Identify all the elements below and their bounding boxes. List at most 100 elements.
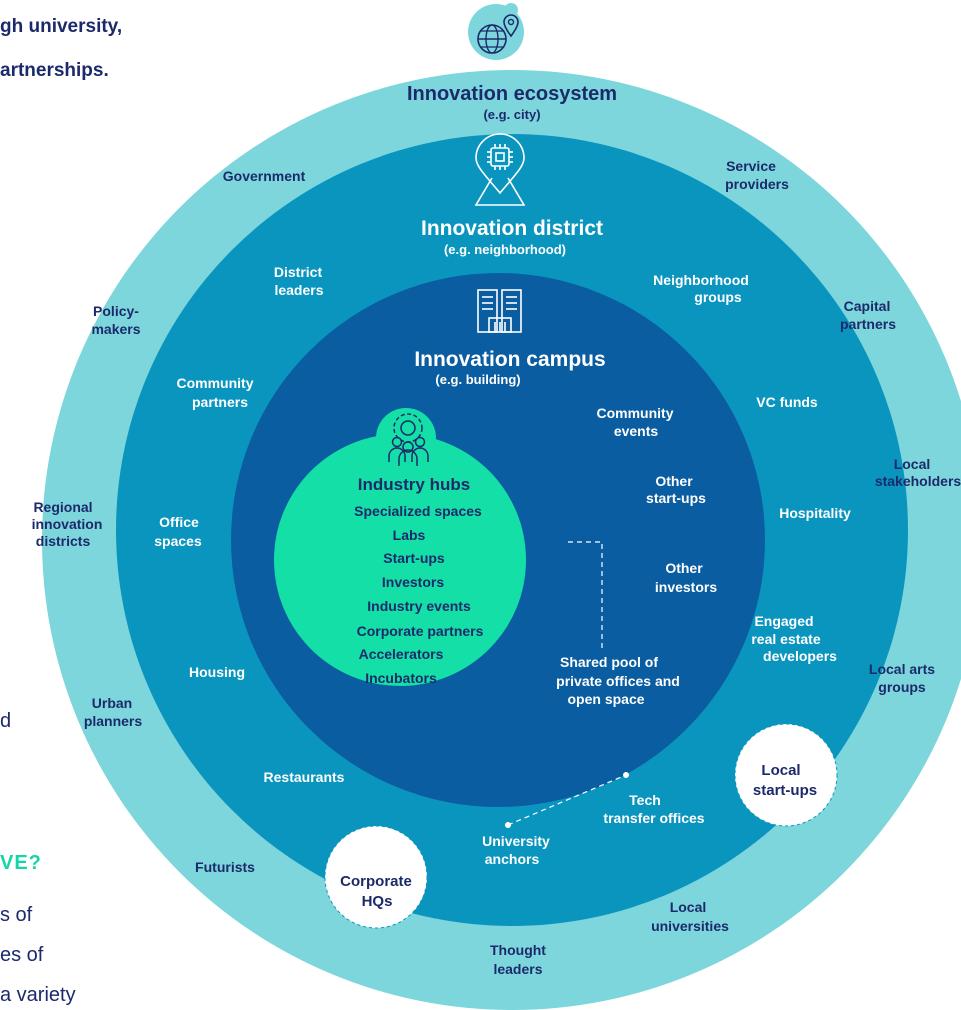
campus-title: Innovation campus [414,348,605,371]
label-line: Local [670,899,707,915]
label-line: HQs [362,893,393,910]
side-heading-fragment: VE? [0,852,42,874]
campus-subtitle: (e.g. building) [435,372,520,387]
label-line: Futurists [195,859,255,875]
side-fragment-line2: es of [0,944,44,966]
label-line: districts [36,533,91,549]
district-label-district-leaders: District leaders [274,264,324,298]
label-line: VC funds [756,394,818,410]
badge-local-startups [734,723,838,827]
side-fragment-line3: a variety [0,984,76,1006]
hub-item: Start-ups [383,550,445,566]
campus-label-shared-pool: Shared pool of private offices and open … [556,654,680,707]
label-line: transfer offices [603,810,704,826]
label-line: Community [597,405,674,421]
globe-pin-icon [468,3,524,60]
connector-dot-start [505,822,511,828]
label-line: leaders [274,282,323,298]
district-label-office-spaces: Office spaces [154,514,202,549]
label-line: providers [725,176,789,192]
side-fragment-d: d [0,710,12,732]
district-label-housing: Housing [189,664,245,680]
label-line: partners [192,394,248,410]
ecosystem-label-local-universities: Local universities [651,899,729,934]
ecosystem-label-local-arts-groups: Local arts groups [869,661,935,695]
label-line: investors [655,579,717,595]
label-line: Other [655,473,693,489]
label-line: Neighborhood [653,272,749,288]
label-line: private offices and [556,673,680,689]
hub-item: Labs [393,527,426,543]
label-line: District [274,264,323,280]
ecosystem-label-futurists: Futurists [195,859,255,875]
label-line: partners [840,316,896,332]
label-line: Thought [490,942,546,958]
label-line: Local [761,762,800,779]
ecosystem-label-local-stakeholders: Local stakeholders [875,456,961,489]
label-line: Regional [33,499,92,515]
label-line: University [482,833,550,849]
label-line: Restaurants [264,769,345,785]
ecosystem-label-government: Government [223,168,306,184]
intro-fragment-1: gh university, [0,16,123,37]
ecosystem-label-regional-innovation-districts: Regional innovation districts [32,499,103,549]
district-label-tech-transfer: Tech transfer offices [603,792,704,826]
district-label-community-partners: Community partners [177,375,254,410]
district-label-engaged-developers: Engaged real estate developers [751,613,837,664]
hub-item: Corporate partners [357,623,484,639]
label-line: spaces [154,533,202,549]
ecosystem-label-policymakers: Policy- makers [91,303,140,337]
chip-pin-icon [474,133,526,206]
hub-item: Specialized spaces [354,503,482,519]
label-line: innovation [32,516,103,532]
label-line: groups [878,679,926,695]
label-line: Local arts [869,661,935,677]
ecosystem-subtitle: (e.g. city) [483,107,540,122]
label-line: Tech [629,792,661,808]
label-line: start-ups [753,782,817,799]
district-label-neighborhood-groups: Neighborhood groups [653,272,749,305]
badge-text-local-startups: Local start-ups [753,762,817,799]
label-line: Capital [844,298,891,314]
ecosystem-label-service-providers: Service providers [725,158,789,192]
ecosystem-title: Innovation ecosystem [407,83,617,105]
badge-text-corporate-hqs: Corporate HQs [340,873,412,910]
district-subtitle: (e.g. neighborhood) [444,242,566,257]
badge-corporate-hqs [324,825,428,929]
connector-shared-pool [568,541,603,650]
label-line: leaders [493,961,542,977]
label-line: start-ups [646,490,706,506]
label-line: Office [159,514,199,530]
ecosystem-label-capital-partners: Capital partners [840,298,896,332]
label-line: makers [91,321,140,337]
hub-item: Investors [382,574,444,590]
label-line: universities [651,918,729,934]
label-line: Urban [92,695,132,711]
ecosystem-label-urban-planners: Urban planners [84,695,143,729]
label-line: developers [763,648,837,664]
hub-title: Industry hubs [358,475,470,494]
label-line: stakeholders [875,473,961,489]
district-label-restaurants: Restaurants [264,769,345,785]
label-line: Housing [189,664,245,680]
label-line: events [614,423,659,439]
campus-label-other-startups: Other start-ups [646,473,706,506]
label-line: Government [223,168,306,184]
connector-dot-end [623,772,629,778]
side-fragment-line1: s of [0,904,33,926]
label-line: Other [665,560,703,576]
district-label-university-anchors: University anchors [482,833,550,867]
label-line: open space [567,691,644,707]
label-line: Hospitality [779,505,851,521]
label-line: Shared pool of [560,654,658,670]
label-line: Engaged [754,613,813,629]
label-line: anchors [485,851,540,867]
district-label-vc-funds: VC funds [756,394,818,410]
label-line: groups [694,289,742,305]
ecosystem-label-thought-leaders: Thought leaders [490,942,546,977]
label-line: Policy- [93,303,139,319]
label-line: Service [726,158,776,174]
label-line: Community [177,375,254,391]
label-line: planners [84,713,143,729]
hub-item: Accelerators [359,646,444,662]
